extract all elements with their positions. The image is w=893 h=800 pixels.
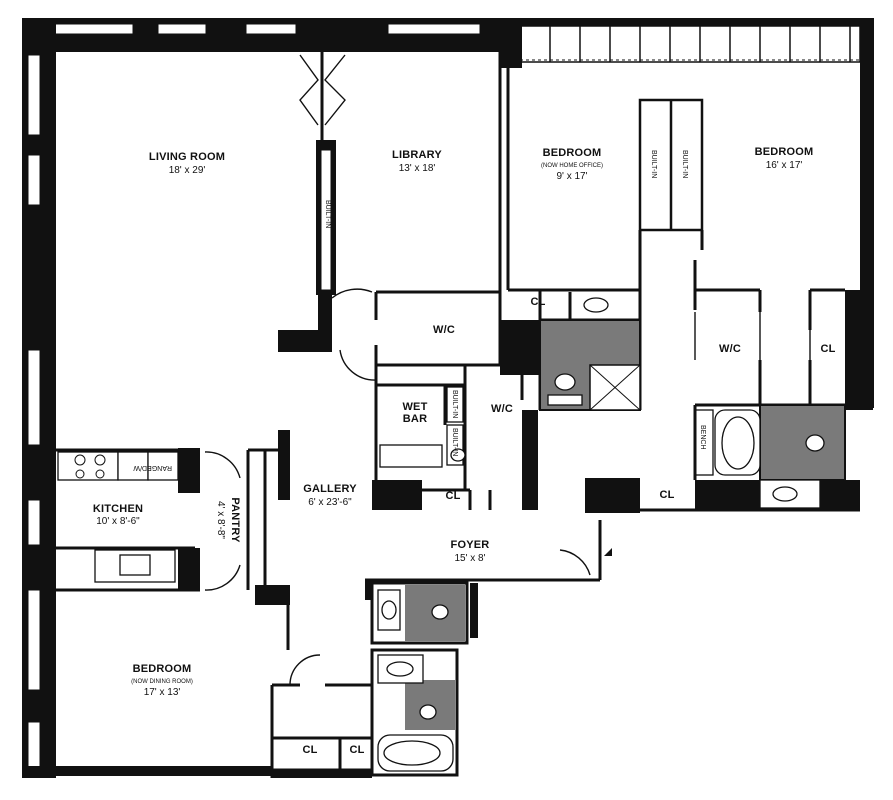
maid-bedroom-name: BEDROOM [133,663,192,675]
closet-labels: CL CL CL CL CL CL [302,296,835,756]
maid-bedroom-dims: 17' x 13' [144,687,181,698]
bench-label: BENCH [699,425,706,450]
living-room-dims: 18' x 29' [169,165,206,176]
maid-bedroom-note: (NOW DINING ROOM) [131,679,193,685]
kitchen-dims: 10' x 8'-6" [96,516,140,527]
library-name: LIBRARY [392,149,442,161]
closet-label: CL [530,296,545,308]
gallery-name: GALLERY [303,483,357,495]
master-bedroom-name: BEDROOM [755,146,814,158]
pantry-name: PANTRY [229,497,241,543]
foyer-name: FOYER [451,539,490,551]
living-room-name: LIVING ROOM [149,151,225,163]
room-labels: LIVING ROOM 18' x 29' LIBRARY 13' x 18' … [93,146,814,698]
gallery-dims: 6' x 23'-6" [308,497,352,508]
office-bedroom-dims: 9' x 17' [556,171,587,182]
kitchen-name: KITCHEN [93,503,143,515]
built-in-labels: BUILT-IN BUILT-IN BUILT-IN BUILT-IN BUIL… [324,150,688,456]
range-label: RANGE [147,464,172,471]
built-in-label: BUILT-IN [451,428,458,456]
dishwasher-label: D/W [133,464,147,471]
closet-label: CL [302,744,317,756]
master-bedroom-dims: 16' x 17' [766,160,803,171]
built-in-label: BUILT-IN [451,390,458,418]
office-bedroom-name: BEDROOM [543,147,602,159]
closet-label: CL [445,490,460,502]
top-wall [22,18,512,52]
pantry-dims: 4' x 8'-8" [215,501,226,539]
wet-bar-label-line1: WET [402,401,427,413]
doors [204,54,811,686]
built-in-label: BUILT-IN [681,150,688,178]
entry-arrow-icon [604,548,612,556]
wic-gallery-label: W/C [491,403,513,415]
bottom-wall [22,766,272,776]
wic-master-label: W/C [719,343,741,355]
wet-bar-label-line2: BAR [403,413,427,425]
closet-label: CL [349,744,364,756]
closet-label: CL [820,343,835,355]
office-bedroom-note: (NOW HOME OFFICE) [541,163,603,169]
closet-label: CL [659,489,674,501]
foyer-dims: 15' x 8' [454,553,485,564]
library-dims: 13' x 18' [399,163,436,174]
fixture-labels: RANGE D/W BENCH [133,425,706,471]
built-in-label: BUILT-IN [324,200,331,228]
wic-library-label: W/C [433,324,455,336]
built-in-label: BUILT-IN [650,150,657,178]
exterior-walls [22,18,874,778]
interior-walls [56,52,860,778]
